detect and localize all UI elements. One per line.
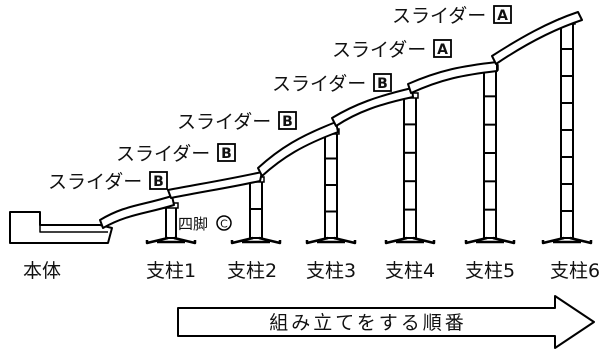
slider-label-6: スライダー A: [392, 5, 512, 27]
slider-ramp-4: [331, 87, 414, 127]
slider-label-3: スライダー B: [177, 111, 297, 133]
slider-ramp-1: [99, 195, 175, 229]
pillar-label-4: 支柱4: [385, 260, 435, 282]
pillar-labels: 支柱1 支柱2 支柱3 支柱4 支柱5 支柱6: [146, 260, 600, 282]
slider-badge-letter: B: [282, 114, 293, 130]
slider-badge-box: [149, 171, 168, 190]
slider-ramp-2: [167, 171, 263, 199]
slider-ramp-5: [407, 61, 498, 94]
slider-ramp-6: [491, 11, 583, 65]
pillar-3: [305, 128, 357, 245]
slider-badge-letter: A: [437, 42, 448, 58]
four-leg-label: 四脚 C: [178, 215, 232, 233]
pillar-label-5: 支柱5: [465, 260, 515, 282]
main-body: [9, 211, 113, 244]
slider-label-text: スライダー: [48, 171, 142, 193]
slider-badge-box: [278, 111, 297, 130]
pillar-2: [230, 176, 282, 245]
slider-labels: スライダー B スライダー B スライダー B スライダー B スライダー A スライダー A: [48, 5, 512, 193]
slider-label-5: スライダー A: [332, 39, 452, 61]
slider-label-2: スライダー B: [116, 143, 236, 165]
assembly-order-arrow: 組み立てをする順番: [177, 295, 595, 349]
slider-badge-letter: B: [153, 174, 164, 190]
slider-label-4: スライダー B: [272, 73, 392, 95]
slider-badge-letter: B: [221, 146, 232, 162]
pillar-label-6: 支柱6: [550, 260, 600, 282]
slider-label-text: スライダー: [392, 5, 486, 27]
pillar-5: [464, 64, 516, 245]
slider-badge-letter: A: [497, 8, 508, 24]
slider-label-text: スライダー: [272, 73, 366, 95]
slider-badge-box: [433, 39, 452, 58]
slider-ramps: [99, 11, 583, 229]
slider-badge-box: [373, 73, 392, 92]
slider-label-text: スライダー: [177, 111, 271, 133]
slider-label-text: スライダー: [332, 39, 426, 61]
slider-label-1: スライダー B: [48, 171, 168, 193]
pillar-6: [541, 18, 593, 245]
slider-badge-box: [217, 143, 236, 162]
pillar-label-3: 支柱3: [306, 260, 356, 282]
pillar-4: [384, 92, 436, 245]
slider-badge-box: [493, 5, 512, 24]
assembly-order-label: 組み立てをする順番: [269, 312, 467, 334]
slider-label-text: スライダー: [116, 143, 210, 165]
slider-ramp-3: [257, 121, 339, 177]
pillar-label-1: 支柱1: [146, 260, 196, 282]
slider-badge-letter: B: [377, 76, 388, 92]
four-leg-text: 四脚: [178, 215, 208, 233]
four-leg-badge-letter: C: [220, 218, 228, 231]
base-label: 本体: [23, 260, 61, 282]
four-leg-badge: [216, 215, 232, 231]
pillar-label-2: 支柱2: [227, 260, 277, 282]
